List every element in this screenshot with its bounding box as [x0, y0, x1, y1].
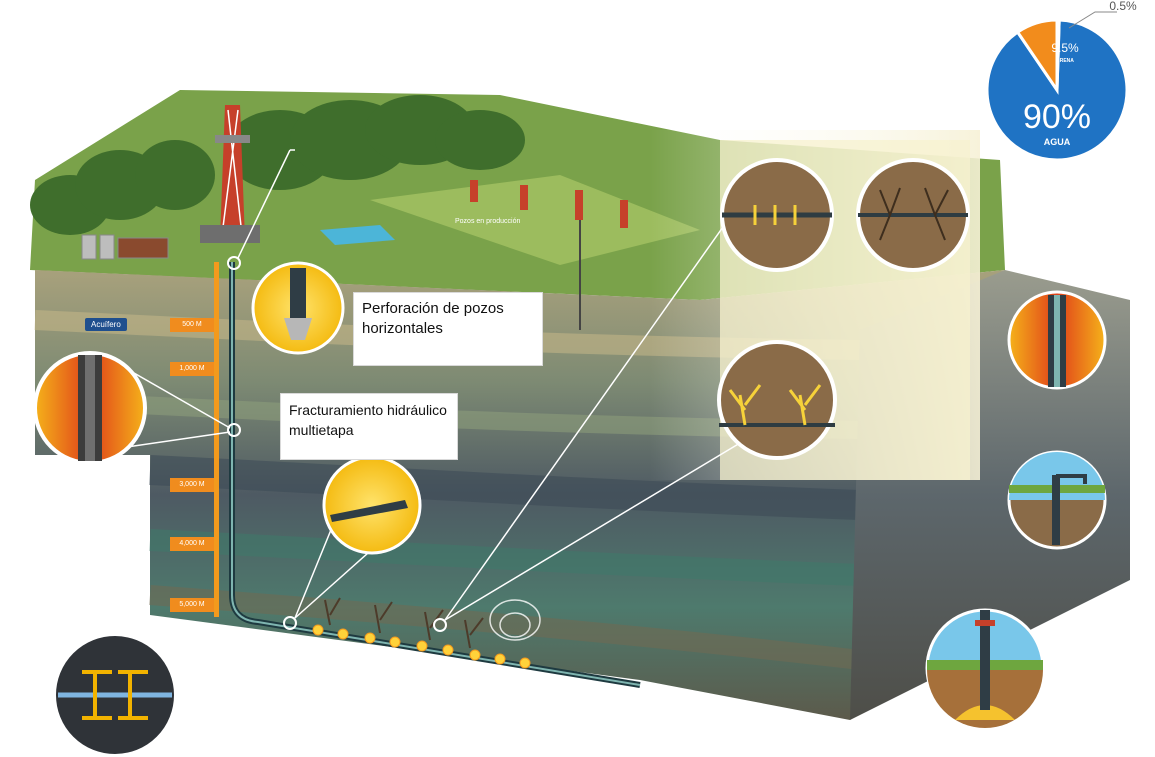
- pie-label-value-agua: 90%: [1023, 98, 1091, 136]
- marker-mid: [227, 423, 241, 437]
- casing-cross-section-detail: [1007, 290, 1107, 390]
- wellhead-detail: [1007, 450, 1107, 550]
- drill-bit-detail: [251, 261, 345, 355]
- pie-slice-other: [1055, 18, 1061, 91]
- depth-marker-5000: 5,000 M: [170, 598, 214, 612]
- connector-lines: [119, 149, 746, 621]
- fluid-composition-pie-chart: 90%AGUA 9.5% ARENA 0.5%: [985, 0, 1137, 162]
- production-pumps: [470, 180, 628, 228]
- proppant-grid-detail: [54, 634, 176, 756]
- depth-marker-1000: 1,000 M: [170, 362, 214, 376]
- marker-surface: [227, 256, 241, 270]
- pie-label-category-arena: ARENA: [1056, 58, 1074, 64]
- pie-label-value-arena: 9.5%: [1051, 41, 1079, 55]
- fracture-branches: [324, 597, 484, 649]
- fracture-stage-detail-1: [720, 158, 834, 272]
- fracture-ripples: [489, 599, 541, 641]
- marker-frac: [433, 618, 447, 632]
- pond: [320, 225, 395, 245]
- pie-leader-line: [1068, 11, 1117, 29]
- depth-marker-4000: 4,000 M: [170, 537, 214, 551]
- casing-heat-detail: [33, 351, 147, 465]
- storage-tanks: [81, 234, 169, 260]
- field: [370, 175, 700, 265]
- forest: [30, 95, 525, 235]
- depth-marker-3000: 3,000 M: [170, 478, 214, 492]
- pie-label-category-agua: AGUA: [1044, 137, 1071, 147]
- fracture-propagation-detail: [717, 340, 837, 460]
- surface-wellhead-detail: [925, 608, 1045, 728]
- aquifer-label: Acuífero: [91, 320, 121, 329]
- production-wells-label: Pozos en producción: [455, 218, 521, 225]
- marker-horizontal: [283, 616, 297, 630]
- multistage-fracturing-label: Fracturamiento hidráulico multietapa: [289, 402, 447, 438]
- horizontal-drilling-callout: Perforación de pozos horizontales: [353, 292, 543, 366]
- casing-orange: [214, 262, 219, 617]
- depth-marker-500: 500 M: [170, 318, 214, 332]
- horizontal-drilling-label: Perforación de pozos horizontales: [362, 300, 504, 337]
- aquifer-tag: Acuífero: [85, 318, 127, 331]
- pie-label-value-other: 0.5%: [1109, 0, 1137, 13]
- drilling-rig: [200, 105, 260, 243]
- horizontal-tool-detail: [322, 455, 422, 555]
- fracture-stage-detail-2: [856, 158, 970, 272]
- multistage-fracturing-callout: Fracturamiento hidráulico multietapa: [280, 393, 458, 460]
- frac-stages: [312, 624, 531, 669]
